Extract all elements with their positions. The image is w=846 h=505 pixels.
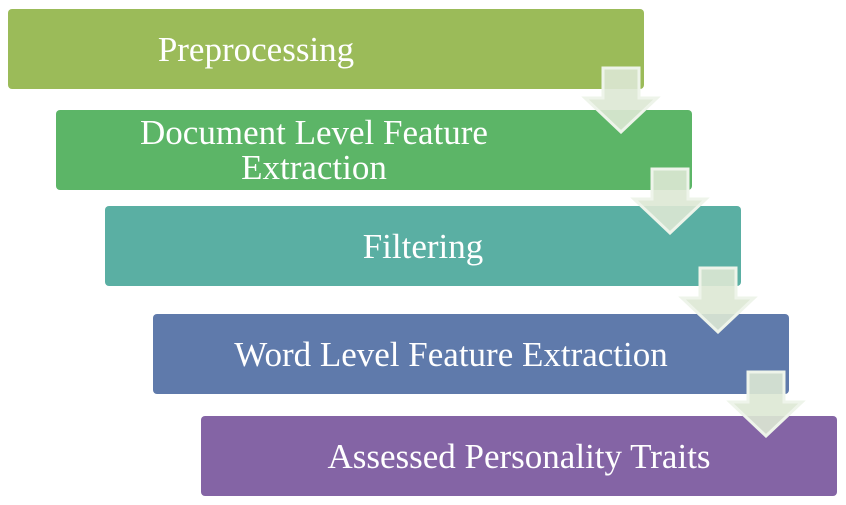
process-step-assessed-personality-traits: Assessed Personality Traits (201, 416, 837, 496)
step-label: Filtering (362, 226, 484, 266)
process-step-document-level-feature-extraction: Document Level Feature Extraction (56, 110, 692, 190)
down-arrow-icon (726, 370, 806, 438)
step-label: Word Level Feature Extraction (234, 334, 668, 374)
process-step-filtering: Filtering (105, 206, 741, 286)
process-step-preprocessing: Preprocessing (8, 9, 644, 89)
down-arrow-icon (678, 266, 758, 334)
step-label-line-1: Document Level Feature (140, 113, 488, 152)
step-label-line-2: Extraction (241, 148, 387, 187)
step-label: Assessed Personality Traits (327, 436, 711, 476)
down-arrow-icon (630, 167, 710, 235)
process-step-word-level-feature-extraction: Word Level Feature Extraction (153, 314, 789, 394)
down-arrow-icon (581, 66, 661, 134)
step-label: Preprocessing (157, 29, 355, 69)
